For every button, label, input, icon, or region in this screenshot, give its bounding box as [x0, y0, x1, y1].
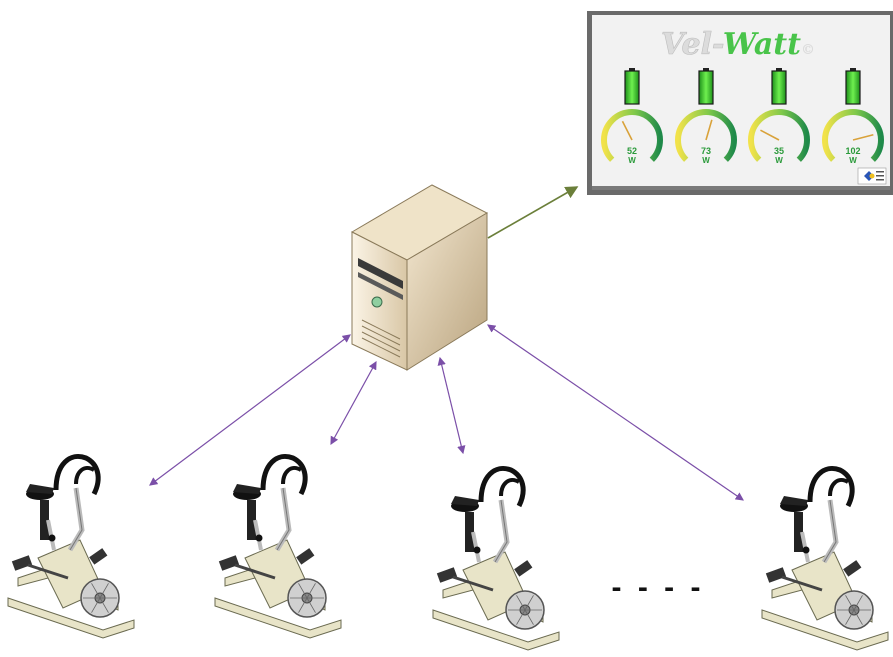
battery-icon [698, 68, 714, 105]
gauge-needle [621, 120, 633, 141]
gauge-value: 35 [774, 146, 784, 156]
gauge-unit: W [775, 156, 783, 165]
gauge-arc [748, 109, 810, 162]
gauge-needle [705, 119, 713, 141]
server-tower-icon [350, 184, 489, 371]
battery-icon [624, 68, 640, 105]
battery-icon [845, 68, 861, 105]
gauge-needle [852, 134, 874, 141]
power-gauge-2: 73W [675, 68, 737, 165]
gauge-value: 52 [627, 146, 637, 156]
gauge-arc [601, 109, 663, 162]
gauge-needle [760, 129, 780, 141]
monitor-title: Vel-Watt© [661, 27, 815, 62]
logo-badge [857, 167, 887, 185]
link-arrow-bike-3 [437, 356, 466, 455]
link-arrow-bike-4 [487, 324, 744, 501]
monitor-title-prefix: Vel- [661, 27, 724, 62]
gauge-arc [675, 109, 737, 162]
exercise-bike-icon [7, 454, 135, 639]
gauge-unit: W [849, 156, 857, 165]
server-to-display-arrow [487, 186, 579, 239]
monitor-title-mark: © [801, 42, 815, 58]
exercise-bike-icon [432, 466, 560, 651]
gauge-value: 73 [701, 146, 711, 156]
gauge-value: 102 [845, 146, 860, 156]
exercise-bike-icon [214, 454, 342, 639]
link-arrow-bike-1 [149, 334, 351, 486]
exercise-bike-icon [761, 466, 889, 651]
link-arrow-bike-2 [330, 360, 377, 446]
monitor-title-main: Watt [723, 27, 801, 62]
gauge-unit: W [628, 156, 636, 165]
battery-icon [771, 68, 787, 105]
more-bikes-ellipsis: - - - - [612, 571, 705, 604]
power-gauge-3: 35W [748, 68, 810, 165]
bike-group [7, 454, 889, 651]
gauge-arc [822, 109, 884, 162]
power-gauge-1: 52W [601, 68, 663, 165]
gauge-unit: W [702, 156, 710, 165]
